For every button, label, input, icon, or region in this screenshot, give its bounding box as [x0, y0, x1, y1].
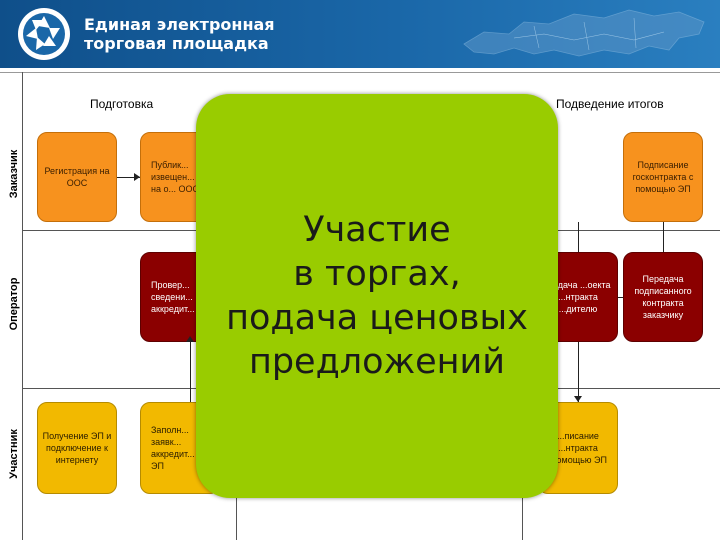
label-column-divider [22, 72, 23, 540]
box-transfer-signed: Передача подписанного контракта заказчик… [623, 252, 703, 342]
arrowhead-up-left [186, 336, 194, 342]
connector-vertical-left [190, 342, 191, 402]
overlay-line3: подача ценовых [226, 298, 528, 338]
logo-text: Единая электронная торговая площадка [84, 15, 275, 53]
column-head-preparation: Подготовка [90, 97, 154, 111]
logo-line1: Единая электронная [84, 15, 275, 34]
box-registration: Регистрация на ООС [37, 132, 117, 222]
connector-vertical-right [578, 222, 579, 252]
row-label-participant: Участник [8, 429, 20, 479]
russia-map-icon [463, 9, 705, 57]
row-label-customer: Заказчик [8, 149, 20, 199]
overlay-line1: Участие [303, 210, 451, 250]
camera-aperture-icon [18, 8, 70, 60]
header-banner: Единая электронная торговая площадка [0, 0, 720, 68]
connector-registration-publication [117, 177, 140, 178]
row-label-operator: Оператор [8, 277, 20, 331]
overlay-line4: предложений [248, 342, 506, 382]
connector-sign-right [663, 222, 664, 252]
overlay-text: Участие в торгах, подача ценовых предлож… [226, 208, 528, 384]
logo-line2: торговая площадка [84, 34, 269, 53]
arrowhead-right [134, 173, 140, 181]
connector-transfer [618, 297, 623, 298]
connector-participant-vertical [578, 342, 579, 402]
overlay-line2: в торгах, [293, 254, 461, 294]
box-sign-contract-customer: Подписание госконтракта с помощью ЭП [623, 132, 703, 222]
overlay-callout: Участие в торгах, подача ценовых предлож… [196, 94, 558, 498]
arrowhead-down-right [574, 396, 582, 402]
box-get-signature: Получение ЭП и подключение к интернету [37, 402, 117, 494]
column-head-results: Подведение итогов [556, 97, 664, 111]
row-divider-top [0, 72, 720, 73]
